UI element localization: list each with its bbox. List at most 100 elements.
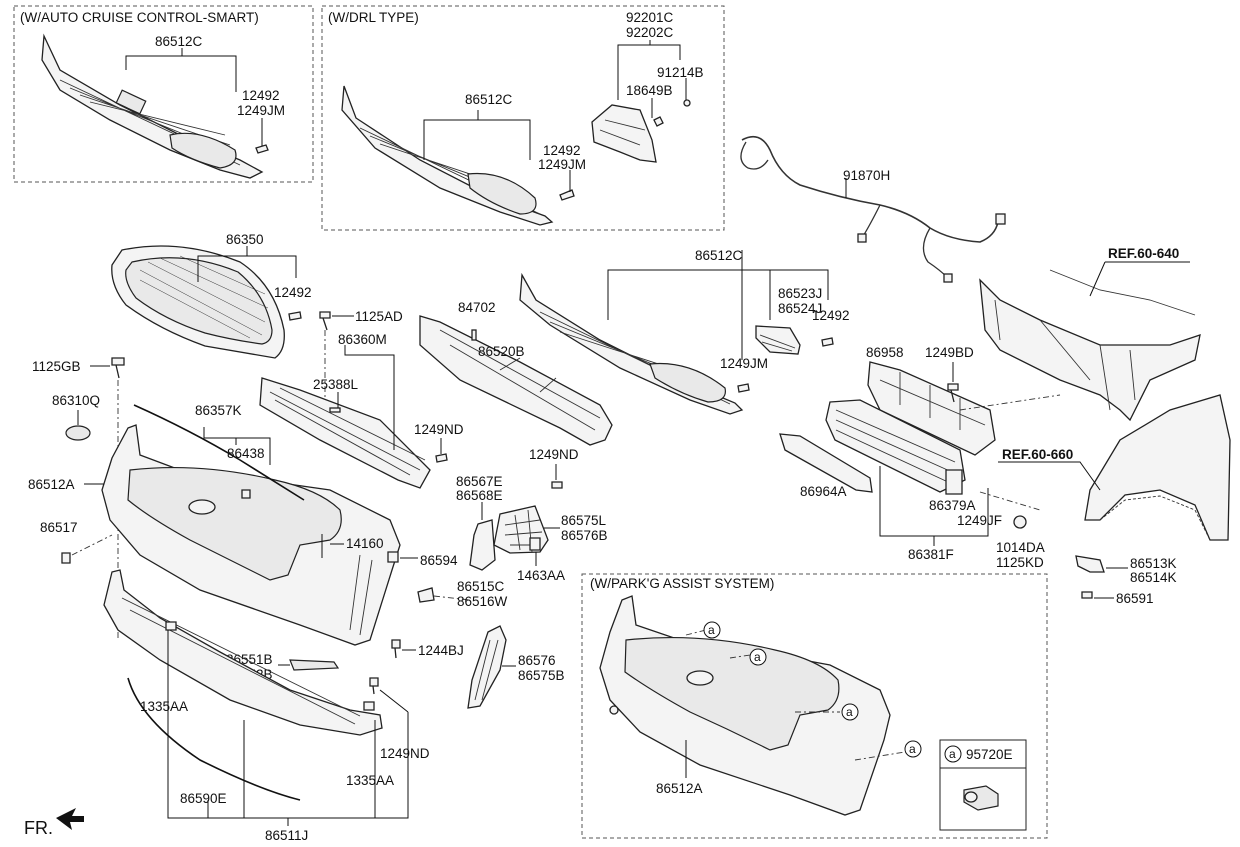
label-86310Q: 86310Q (52, 393, 100, 408)
bolt-1249BD (947, 383, 959, 403)
dashline-86517 (71, 534, 113, 556)
label-14160: 14160 (346, 536, 384, 551)
clip-1335AA-a (165, 621, 177, 631)
bolt-1125AD (319, 311, 331, 331)
label-86590E: 86590E (180, 791, 227, 806)
legend-marker-text: a (949, 747, 956, 761)
reflector-86551B (289, 659, 340, 671)
leader-14160 (321, 534, 344, 558)
label-92202C: 92202C (626, 25, 674, 40)
label-1125KD: 1125KD (996, 555, 1044, 570)
label-1125AD: 1125AD (355, 309, 403, 324)
dashline-sensors (685, 629, 906, 761)
label-1125GB: 1125GB (32, 359, 81, 374)
clip-84702 (471, 329, 477, 341)
trim-strip (133, 404, 305, 501)
bumper-cover-park-assist (599, 595, 891, 816)
fender (1084, 394, 1231, 541)
section-box-drl (321, 5, 725, 231)
label-1249JM-b: 1249JM (538, 157, 586, 172)
leader-86512C-c (607, 250, 829, 360)
front-arrow-icon (56, 808, 84, 830)
lower-grille-auto-cruise (41, 33, 264, 179)
label-86511J: 86511J (265, 828, 308, 843)
grille-insert-86523J (755, 325, 801, 355)
legend-marker (944, 745, 962, 763)
label-12492-d: 12492 (812, 308, 850, 323)
label-86594: 86594 (420, 553, 458, 568)
leader-92201C (617, 40, 687, 118)
bracket-86515C (417, 587, 435, 603)
label-25388L: 25388L (313, 377, 359, 392)
drl-lamp (591, 104, 657, 163)
label-84702: 84702 (458, 300, 496, 315)
label-86381F: 86381F (908, 547, 954, 562)
leader-1249ND-c (379, 689, 409, 713)
label-1249BD: 1249BD (925, 345, 974, 360)
emblem (65, 425, 91, 441)
label-86575B: 86575B (518, 668, 565, 683)
section-box-park-assist (581, 573, 1048, 839)
bracket-86379A (945, 469, 963, 495)
label-1249ND-a: 1249ND (414, 422, 464, 437)
label-86512C-a: 86512C (155, 34, 203, 49)
section-title-park-assist: (W/PARK'G ASSIST SYSTEM) (590, 576, 774, 591)
label-12492-c: 12492 (274, 285, 312, 300)
wiring-harness (740, 135, 1006, 283)
label-86515C: 86515C (457, 579, 505, 594)
dashline-fem (959, 394, 1061, 411)
label-86567E: 86567E (456, 474, 503, 489)
marker-a-1-text: a (708, 623, 715, 637)
section-box-auto-cruise (13, 5, 314, 183)
label-1335AA-b: 1335AA (346, 773, 394, 788)
label-86512C-c: 86512C (695, 248, 743, 263)
lower-trim-86590E (127, 677, 301, 801)
label-86517: 86517 (40, 520, 78, 535)
label-86958: 86958 (866, 345, 904, 360)
label-86512C-b: 86512C (465, 92, 513, 107)
bolt-86350 (288, 311, 302, 321)
dashline-86515C (433, 595, 471, 601)
leader-86350 (197, 246, 297, 282)
radiator-grille (111, 245, 285, 359)
screw-91214B (683, 99, 691, 107)
front-end-module (979, 269, 1201, 422)
bolt-drl (559, 189, 575, 201)
marker-a-4 (904, 740, 922, 758)
leader-ref-660 (998, 461, 1101, 491)
label-86512A-b: 86512A (656, 781, 703, 796)
bracket-86513K (1075, 555, 1105, 573)
bolt-1249ND-c (369, 677, 379, 695)
ref-60-660: REF.60-660 (1002, 447, 1073, 462)
leader-86357K (203, 427, 271, 465)
screw-1244BJ (391, 639, 401, 659)
label-12492-b: 12492 (543, 143, 581, 158)
label-12492-a: 12492 (242, 88, 280, 103)
label-86964A: 86964A (800, 484, 847, 499)
label-86524J: 86524J (778, 301, 822, 316)
legend-part-label: 95720E (966, 747, 1013, 762)
bolt-1249JM-c (737, 383, 750, 393)
label-1014DA: 1014DA (996, 540, 1045, 555)
clip-18649B (653, 116, 664, 127)
lower-grille-main (519, 272, 744, 415)
label-1463AA: 1463AA (517, 568, 565, 583)
marker-a-2 (749, 648, 767, 666)
bolt-86591 (1081, 591, 1093, 599)
label-1244BJ: 1244BJ (418, 643, 464, 658)
marker-a-3 (841, 703, 859, 721)
bumper-cover (101, 424, 401, 646)
label-86520B: 86520B (478, 344, 525, 359)
label-86575L: 86575L (561, 513, 607, 528)
label-1249ND-b: 1249ND (529, 447, 579, 462)
nut-1014DA (1013, 515, 1027, 529)
front-indicator: FR. (24, 818, 53, 838)
bolt-1249ND-b (551, 481, 563, 489)
energy-absorber (419, 315, 613, 446)
label-91870H: 91870H (843, 168, 890, 183)
label-86379A: 86379A (929, 498, 976, 513)
label-18649B: 18649B (626, 83, 673, 98)
plug-86517 (61, 552, 71, 564)
